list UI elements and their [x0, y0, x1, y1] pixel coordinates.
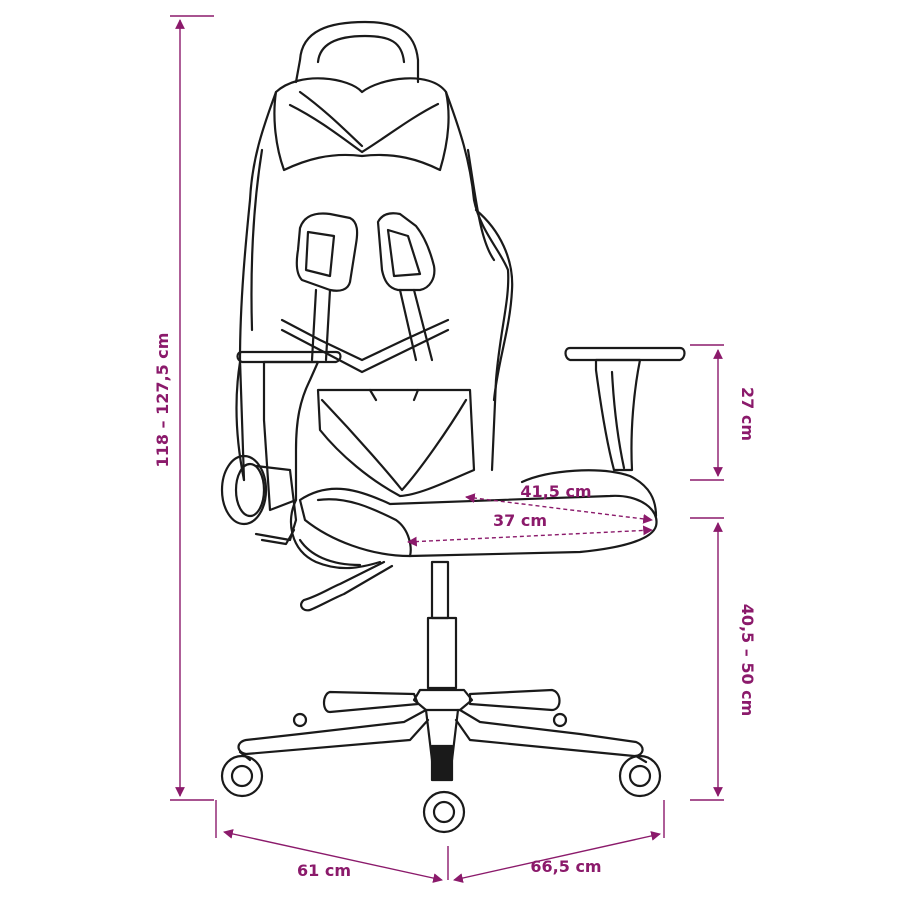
tilt-knob: [220, 454, 268, 526]
right-strap-slot: [376, 212, 436, 292]
headrest-frame: [294, 20, 420, 84]
tilt-lever: [300, 560, 394, 612]
right-armrest: [564, 346, 686, 362]
base-depth-line: [453, 831, 661, 883]
backrest: [238, 90, 510, 482]
lumbar-cushion: [316, 388, 476, 498]
gas-lift-cylinder: [426, 616, 458, 690]
base-width-label: 61 cm: [297, 861, 351, 880]
total-height-label: 118 – 127,5 cm: [153, 333, 172, 468]
seat-width-line: [407, 525, 653, 547]
chair-base: [237, 688, 644, 782]
dimension-annotations: [170, 15, 724, 883]
seat-height-label: 40,5 – 50 cm: [738, 604, 757, 717]
head-pillow: [273, 77, 450, 172]
left-strap-slot: [295, 212, 359, 292]
chair-drawing: [220, 20, 686, 834]
seat-depth-line: [465, 493, 653, 524]
left-armrest: [236, 350, 342, 364]
gas-lift-cover: [430, 560, 450, 620]
base-depth-label: 66,5 cm: [530, 857, 601, 876]
base-width-line: [223, 829, 443, 883]
armrest-height-label: 27 cm: [738, 387, 757, 441]
seat-cushion: [298, 487, 658, 558]
seat-width-label: 37 cm: [493, 511, 547, 530]
caster-wheels: [220, 712, 662, 834]
seat-depth-label: 41,5 cm: [520, 482, 591, 501]
